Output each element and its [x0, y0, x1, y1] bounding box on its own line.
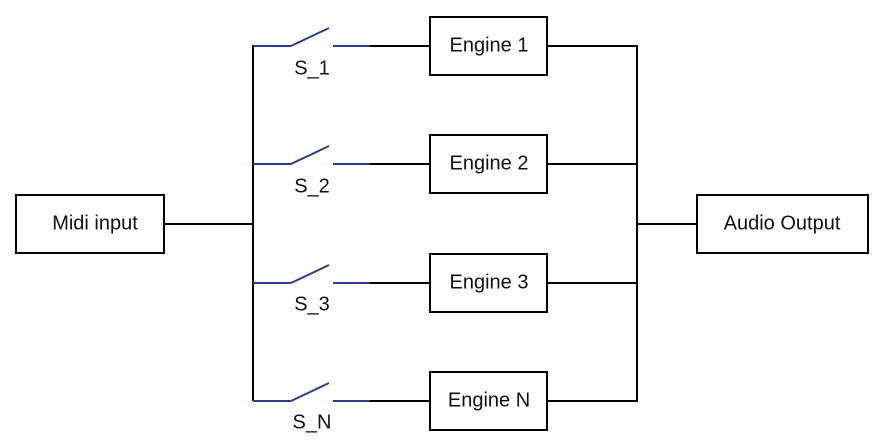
engine-2-label: Engine 2: [450, 152, 529, 174]
audio-output-box: [696, 194, 869, 254]
engine-1-box: [429, 16, 548, 76]
switch-blade-s1: [290, 27, 330, 47]
switch-label-s2: S_2: [294, 175, 330, 197]
engine-n-label: Engine N: [448, 389, 530, 411]
audio-output-label: Audio Output: [724, 212, 841, 234]
midi-input-label: Midi input: [52, 212, 138, 234]
branch-n: S_N Engine N: [253, 371, 637, 433]
branch-2: S_2 Engine 2: [253, 134, 637, 197]
branch-1: S_1 Engine 1: [253, 16, 637, 79]
engine-2-box: [429, 134, 548, 194]
switch-label-s1: S_1: [294, 57, 330, 79]
audio-output-block: Audio Output: [696, 194, 869, 254]
engine-1-label: Engine 1: [450, 34, 529, 56]
midi-input-box: [15, 194, 165, 254]
switch-label-sn: S_N: [293, 411, 332, 433]
branch-3: S_3 Engine 3: [253, 253, 637, 315]
engine-3-box: [429, 253, 548, 313]
midi-input-block: Midi input: [15, 194, 165, 254]
switch-blade-s2: [290, 145, 330, 165]
switch-label-s3: S_3: [294, 293, 330, 315]
switch-blade-sn: [290, 382, 330, 402]
switch-blade-s3: [290, 264, 330, 284]
engine-3-label: Engine 3: [450, 271, 529, 293]
